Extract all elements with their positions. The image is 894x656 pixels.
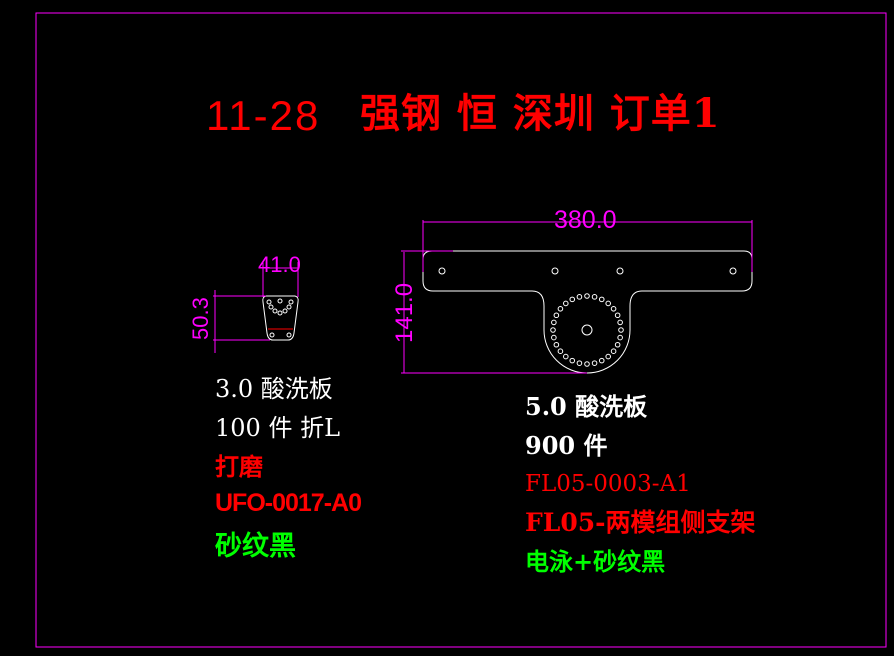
pattern-hole — [551, 319, 557, 326]
small-hole — [266, 299, 272, 305]
right-quantity: 900 件 — [525, 431, 608, 460]
left-part-number: UFO-0017-A0 — [215, 489, 362, 517]
right-part-number: FL05-0003-A1 — [525, 471, 691, 497]
pattern-hole — [610, 306, 617, 312]
pattern-hole — [614, 341, 621, 348]
right-height-dim-label: 141.0 — [391, 282, 418, 343]
pattern-hole — [576, 360, 583, 366]
pattern-hole — [598, 296, 605, 303]
small-hole — [286, 332, 292, 338]
right-width-dimension — [422, 220, 753, 272]
pattern-hole — [598, 357, 605, 364]
pattern-hole — [563, 353, 569, 360]
pattern-hole — [563, 300, 569, 307]
pattern-hole — [591, 360, 598, 366]
title-text: 强钢 恒 深圳 订单1 — [360, 90, 721, 137]
small-hole — [269, 332, 275, 338]
center-hole — [581, 324, 593, 336]
pattern-hole — [550, 327, 556, 333]
pattern-hole — [584, 361, 590, 367]
pattern-hole — [557, 348, 564, 354]
left-width-dim-label: 41.0 — [258, 252, 301, 277]
left-part-holes — [266, 298, 294, 338]
small-hole — [286, 304, 292, 310]
left-height-dim-label: 50.3 — [188, 297, 213, 340]
pattern-hole — [569, 296, 576, 303]
right-material: 5.0 酸洗板 — [525, 392, 648, 421]
left-height-dimension — [213, 290, 270, 353]
small-hole — [288, 299, 294, 305]
left-material: 3.0 酸洗板 — [215, 375, 333, 403]
mounting-hole — [438, 267, 446, 275]
pattern-hole — [610, 348, 617, 354]
small-hole — [272, 308, 278, 314]
pattern-hole — [618, 327, 624, 333]
title-date: 11-28 — [206, 92, 321, 139]
left-part-drawing — [213, 262, 299, 353]
right-height-dimension — [401, 250, 587, 374]
mounting-hole — [616, 267, 624, 275]
right-part-name: FL05-两模组侧支架 — [525, 508, 756, 537]
left-process: 打磨 — [215, 452, 263, 481]
pattern-hole — [614, 312, 621, 319]
mounting-hole — [729, 267, 737, 275]
pattern-hole — [553, 312, 560, 319]
pattern-hole — [557, 306, 564, 312]
right-part-drawing — [401, 220, 753, 374]
small-hole — [268, 304, 274, 310]
pattern-hole — [569, 357, 576, 364]
pattern-hole — [553, 341, 560, 348]
pattern-hole — [576, 294, 583, 300]
pattern-hole — [605, 353, 611, 360]
small-hole — [277, 310, 283, 316]
left-finish: 砂纹黑 — [215, 531, 296, 562]
small-hole — [282, 308, 288, 314]
pattern-hole — [617, 319, 623, 326]
left-part-outline — [262, 295, 299, 341]
pattern-hole — [617, 334, 623, 341]
left-width-dimension — [262, 262, 299, 297]
drawing-frame — [35, 12, 887, 648]
right-part-outline — [422, 250, 753, 374]
pattern-hole — [584, 293, 590, 299]
pattern-hole — [551, 334, 557, 341]
mounting-hole — [551, 267, 559, 275]
right-width-dim-label: 380.0 — [554, 206, 617, 234]
left-quantity: 100 件 折L — [215, 414, 341, 442]
pattern-hole — [591, 294, 598, 300]
right-finish: 电泳+砂纹黑 — [525, 547, 666, 576]
right-part-holes — [438, 267, 737, 367]
small-hole — [277, 298, 283, 304]
pattern-hole — [605, 300, 611, 307]
